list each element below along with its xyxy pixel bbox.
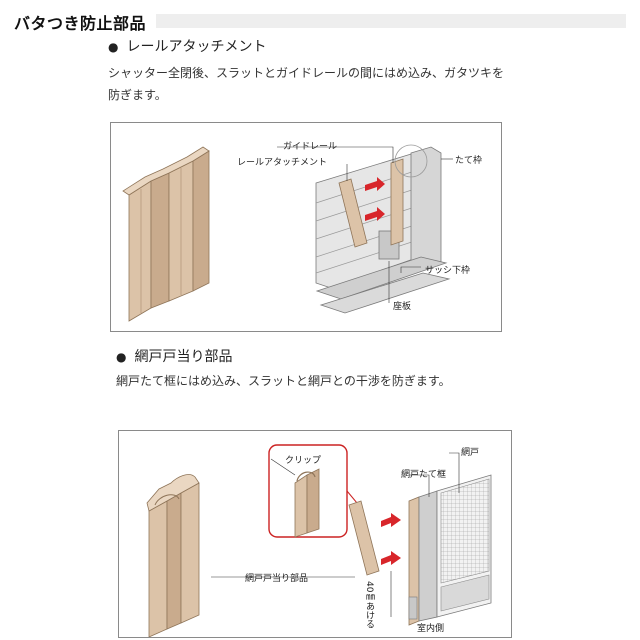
section1-heading: ● レールアタッチメント xyxy=(108,36,266,56)
label-indoor-side: 室内側 xyxy=(417,624,445,634)
label-screen: 網戸 xyxy=(461,448,480,458)
section1-desc-line2: 防ぎます。 xyxy=(108,88,167,102)
rail-attachment-illustration xyxy=(122,144,453,322)
callout-connector xyxy=(346,490,358,504)
page-header: バタつき防止部品 xyxy=(14,10,626,33)
screen-stop-part xyxy=(146,474,200,637)
page-title: バタつき防止部品 xyxy=(14,14,147,33)
bullet-icon: ● xyxy=(108,40,119,54)
section2-heading: ● 網戸戸当り部品 xyxy=(116,346,232,366)
header-bar xyxy=(156,14,626,28)
screen-stop-illustration xyxy=(146,444,492,637)
window-assembly xyxy=(315,144,451,314)
rail-attachment-part xyxy=(122,146,210,322)
label-rail-attachment: レールアタッチメント xyxy=(237,158,328,168)
section2-title: 網戸戸当り部品 xyxy=(134,349,233,365)
label-clip: クリップ xyxy=(285,456,322,466)
rail-attachment-diagram: ガイドレール レールアタッチメント たて枠 サッシ下枠 座板 xyxy=(110,122,502,332)
section1-desc-line1: シャッター全閉後、スラットとガイドレールの間にはめ込み、ガタツキを xyxy=(108,66,505,80)
leader-lines xyxy=(211,452,460,617)
screen-stop-diagram: クリップ 網戸 網戸たて框 網戸戸当り部品 40㎜あける 室内側 xyxy=(118,430,512,638)
bullet-icon: ● xyxy=(116,350,127,364)
label-gap-40mm: 40㎜あける xyxy=(364,581,374,629)
label-screen-vertical-frame: 網戸たて框 xyxy=(401,470,447,480)
label-sash-bottom-frame: サッシ下枠 xyxy=(425,266,471,276)
label-base-plate: 座板 xyxy=(393,302,412,312)
label-vertical-frame: たて枠 xyxy=(455,156,483,166)
label-screen-stop-part: 網戸戸当り部品 xyxy=(245,574,309,584)
screen-door-frame xyxy=(408,474,492,626)
label-guide-rail: ガイドレール xyxy=(283,142,338,152)
section1-description: シャッター全閉後、スラットとガイドレールの間にはめ込み、ガタツキを 防ぎます。 xyxy=(108,62,538,106)
arrow-icon xyxy=(381,513,401,527)
leader-lines xyxy=(277,146,453,303)
arrow-icon xyxy=(381,551,401,565)
inserting-part xyxy=(348,500,380,576)
section1-title: レールアタッチメント xyxy=(126,39,267,55)
clip-detail xyxy=(294,468,320,538)
section2-description: 網戸たて框にはめ込み、スラットと網戸との干渉を防ぎます。 xyxy=(116,374,451,388)
